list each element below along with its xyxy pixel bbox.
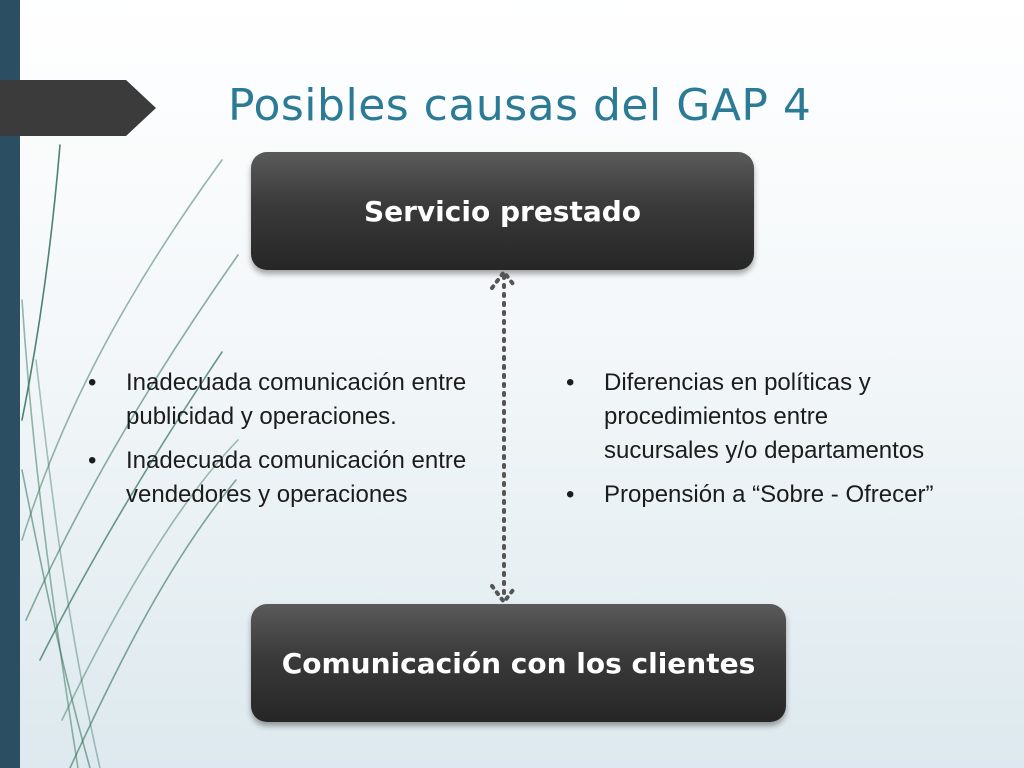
bullet-dot: •	[88, 369, 97, 396]
list-item-text: Inadecuada comunicación entre vendedores…	[126, 447, 467, 508]
node-comunicacion-clientes: Comunicación con los clientes	[251, 604, 786, 722]
node-label: Comunicación con los clientes	[281, 646, 756, 680]
slide-title: Posibles causas del GAP 4	[228, 80, 812, 131]
left-accent-bar	[0, 0, 20, 768]
right-causes-list: • Diferencias en políticas y procedimien…	[566, 366, 946, 522]
dotted-double-arrow	[490, 270, 518, 604]
bullet-dot: •	[566, 369, 575, 396]
bullet-dot: •	[88, 447, 97, 474]
arrowhead-up	[490, 270, 518, 290]
list-item: • Diferencias en políticas y procedimien…	[566, 366, 946, 468]
list-item: • Inadecuada comunicación entre vendedor…	[88, 444, 468, 512]
bullet-dot: •	[566, 481, 575, 508]
node-label: Servicio prestado	[363, 194, 642, 228]
left-causes-list: • Inadecuada comunicación entre publicid…	[88, 366, 468, 522]
list-item-text: Diferencias en políticas y procedimiento…	[604, 369, 925, 464]
list-item: • Propensión a “Sobre - Ofrecer”	[566, 478, 946, 512]
list-item-text: Propensión a “Sobre - Ofrecer”	[604, 481, 934, 508]
node-servicio-prestado: Servicio prestado	[251, 152, 754, 270]
list-item-text: Inadecuada comunicación entre publicidad…	[126, 369, 467, 430]
list-item: • Inadecuada comunicación entre publicid…	[88, 366, 468, 434]
arrowhead-down	[490, 584, 518, 604]
title-arrow-shape	[0, 80, 156, 136]
decorative-lines	[21, 144, 239, 768]
